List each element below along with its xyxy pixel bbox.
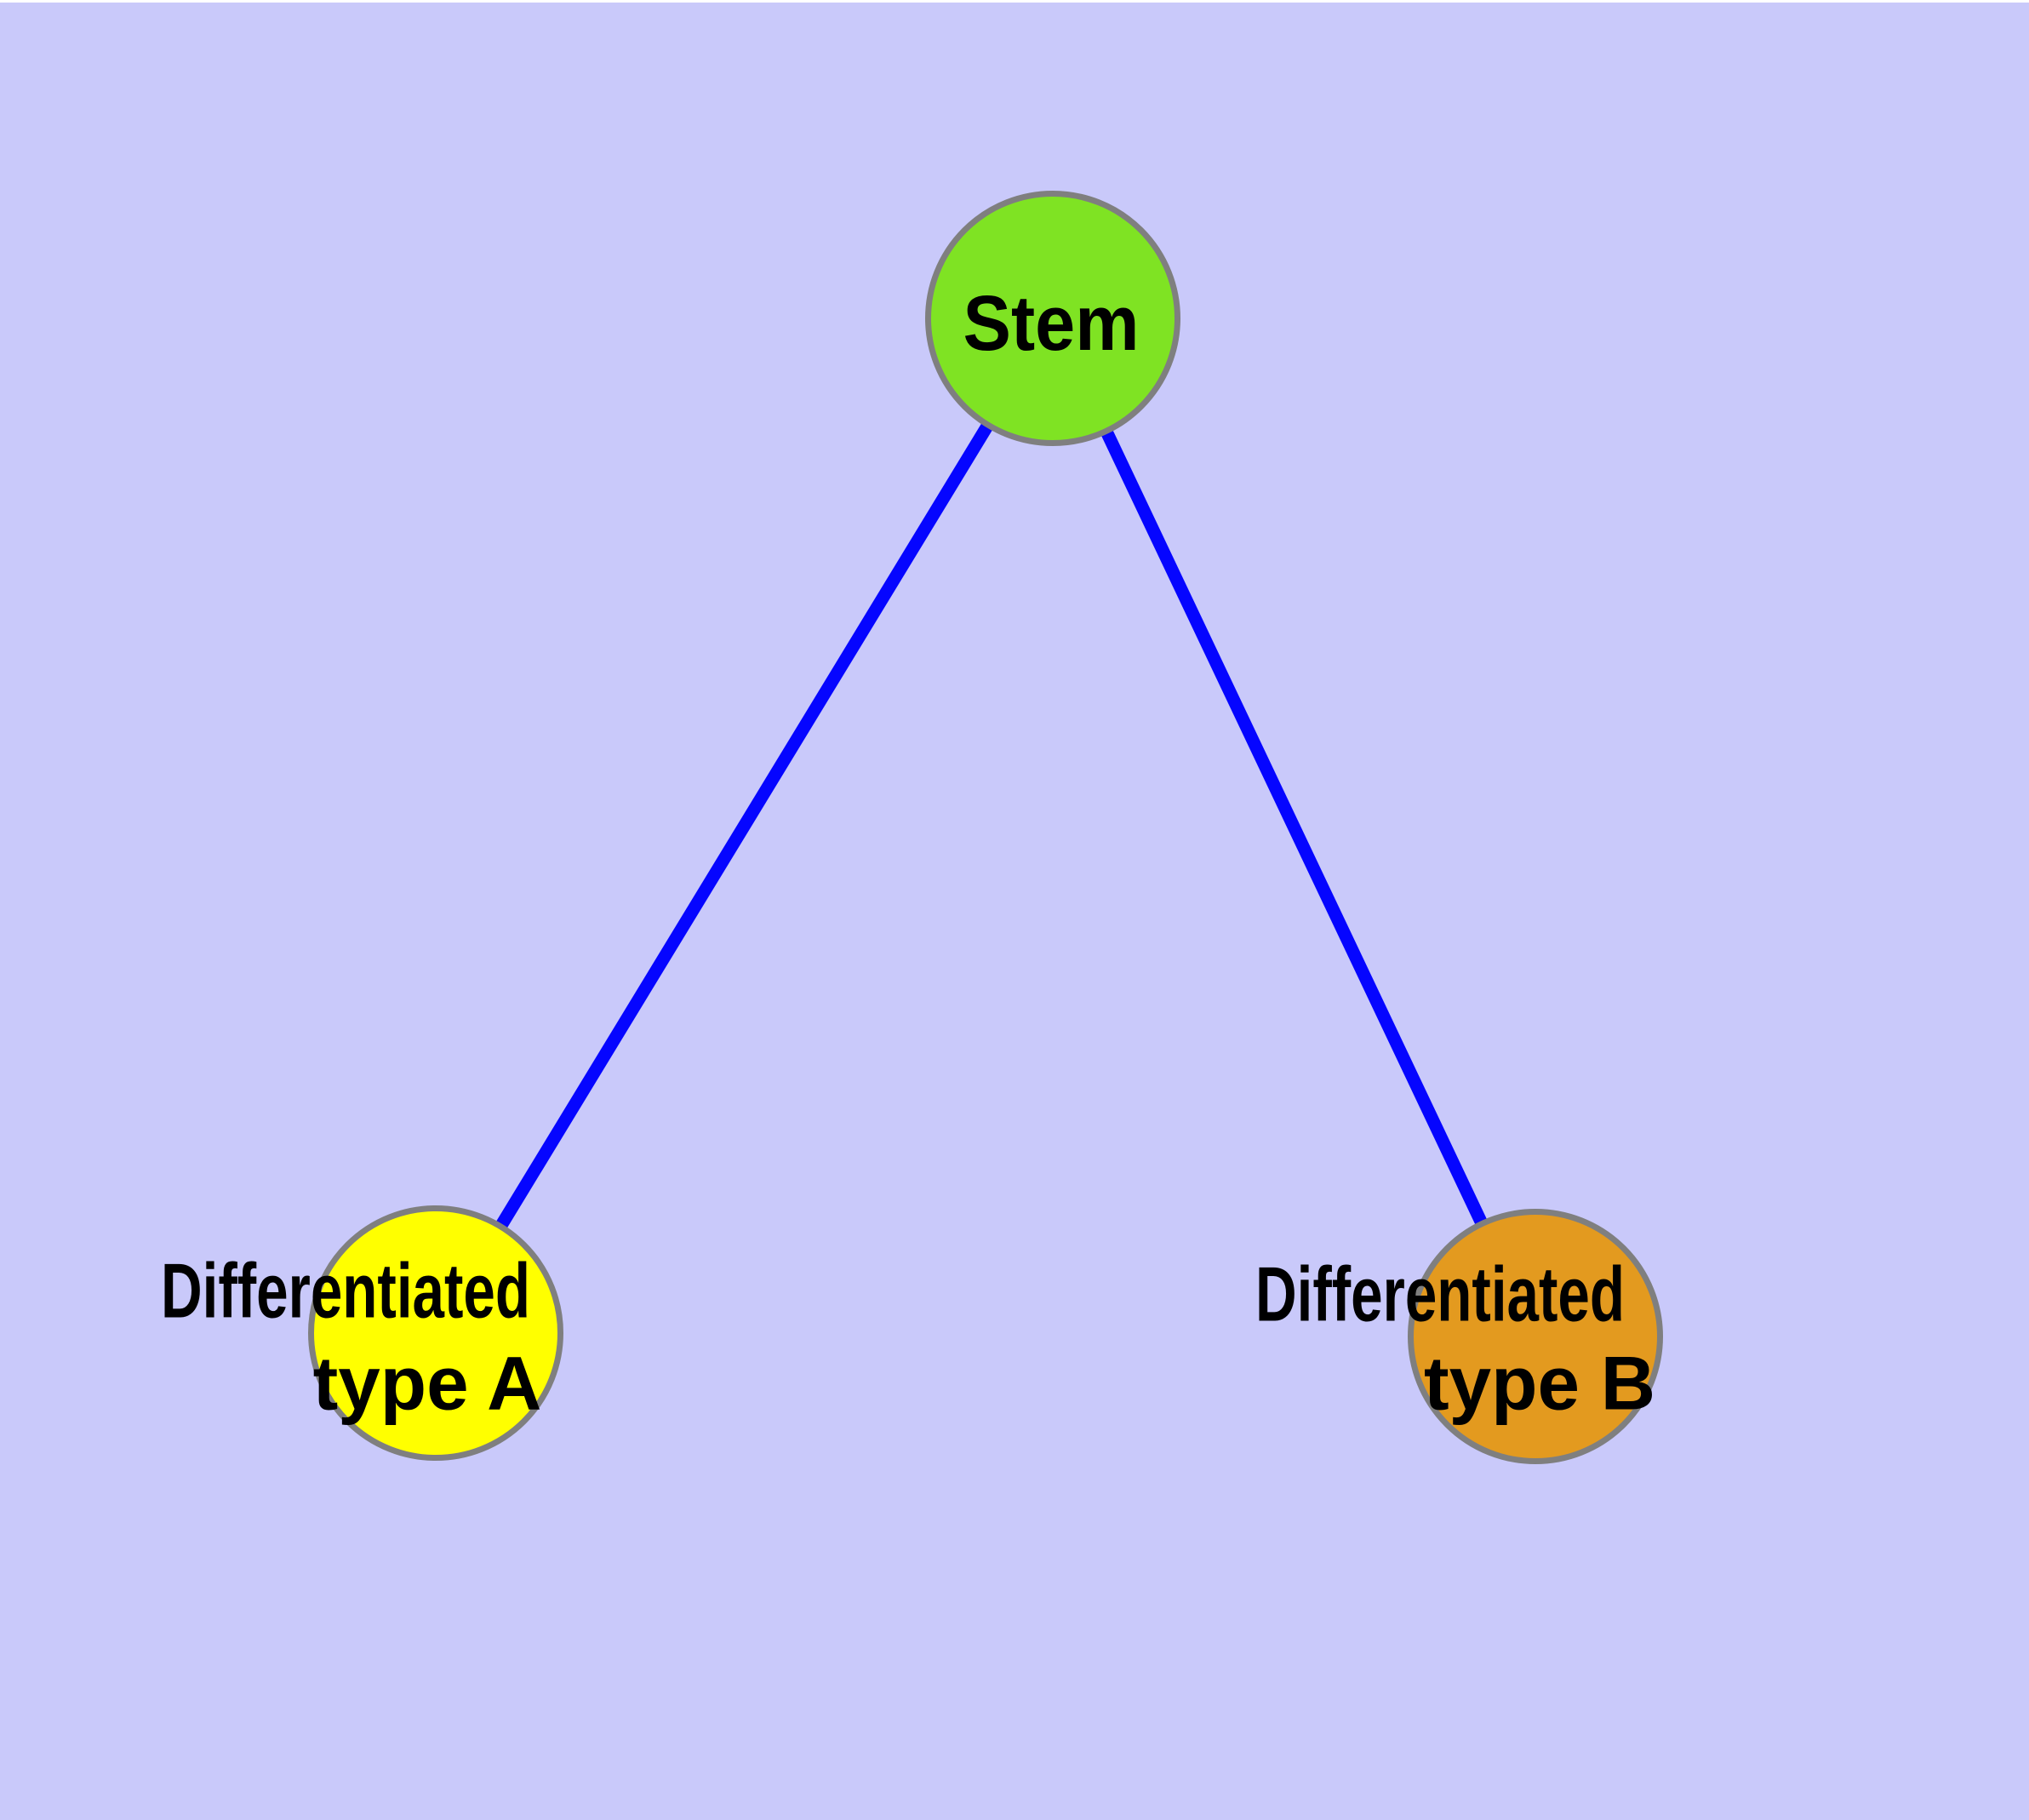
node-type-a-label-line2: type A <box>312 1340 542 1426</box>
node-stem-circle <box>925 191 1180 446</box>
edge-stem-to-type-b <box>1047 315 1541 1340</box>
node-stem-label: Stem <box>963 280 1140 367</box>
edge-stem-to-type-a <box>430 315 1059 1336</box>
node-type-a-label-line1: Differentiated <box>160 1248 531 1335</box>
node-type-b-label-line2: type B <box>1424 1340 1655 1426</box>
node-type-b-circle <box>1408 1209 1663 1464</box>
node-type-a-circle <box>308 1205 563 1461</box>
node-type-b-label-line1: Differentiated <box>1255 1251 1626 1338</box>
